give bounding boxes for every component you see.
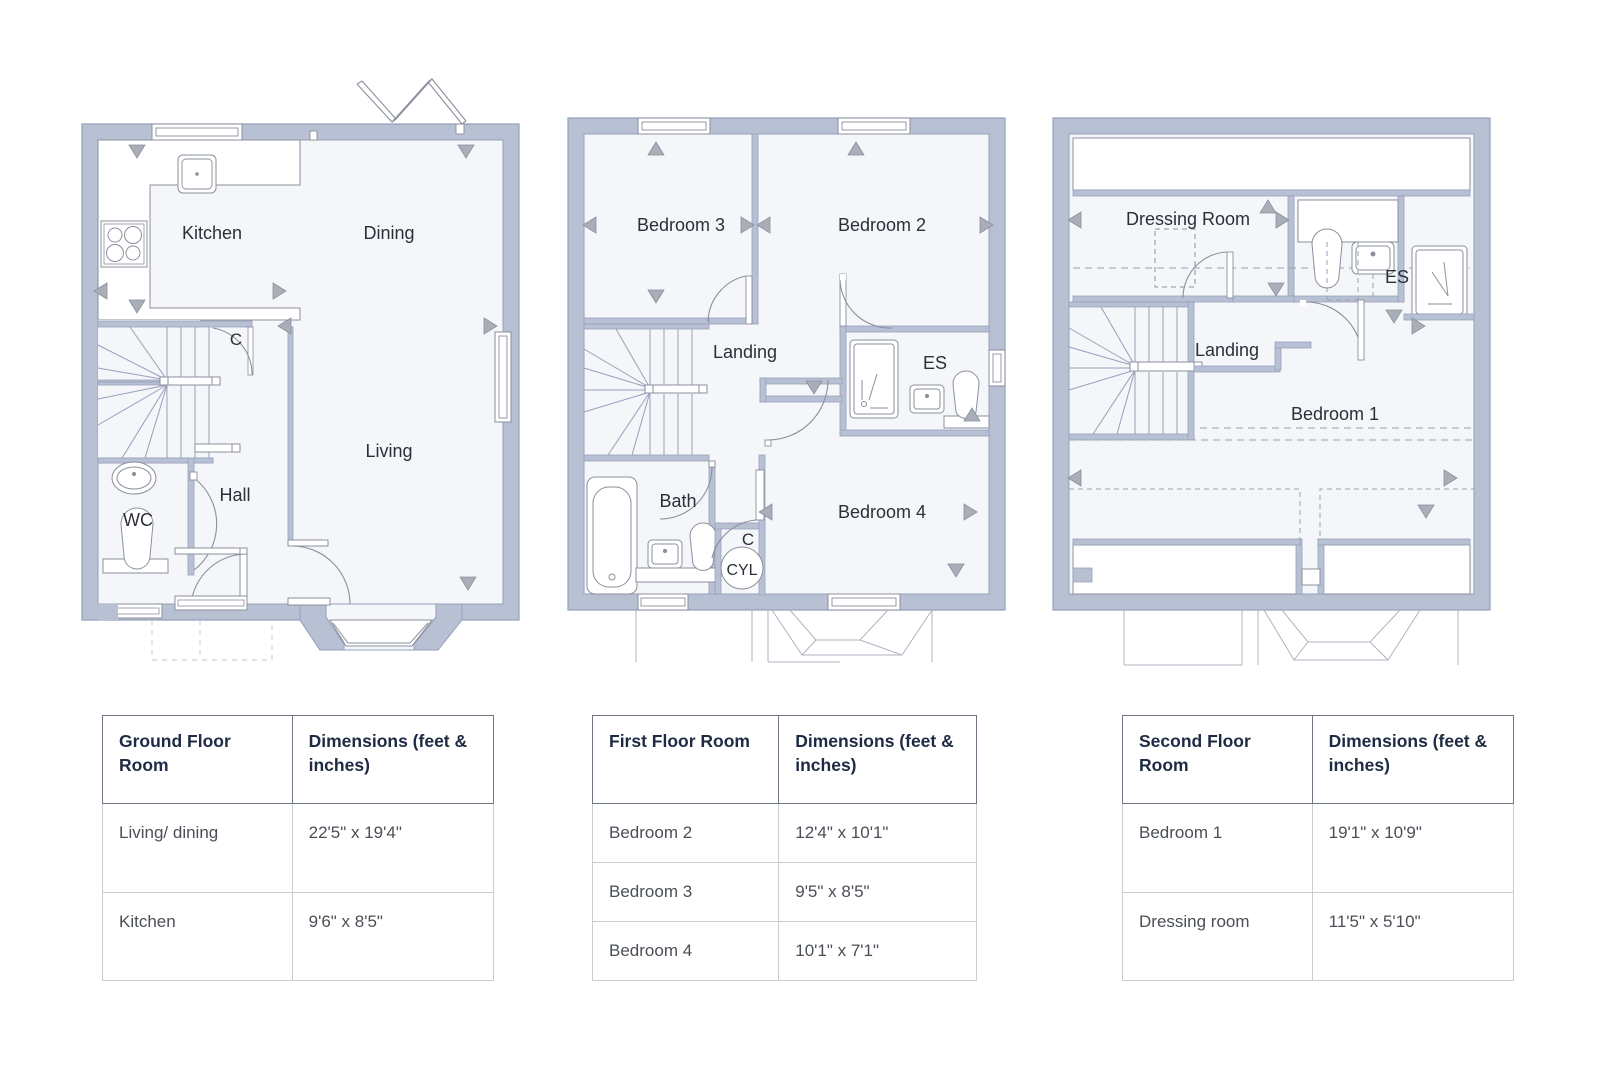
table-cell-room: Kitchen	[102, 891, 293, 981]
table-row: Dressing room 11'5" x 5'10"	[1122, 891, 1515, 981]
first-floor-table: First Floor Room Dimensions (feet & inch…	[591, 715, 977, 981]
table-cell-dimensions: 19'1" x 10'9"	[1311, 803, 1515, 893]
arrow-down	[128, 144, 146, 159]
room-label-dressing-room: Dressing Room	[1126, 209, 1250, 229]
room-label-cupboard-ground: C	[230, 330, 242, 349]
table-row: Bedroom 1 19'1" x 10'9"	[1122, 803, 1515, 893]
ground-floor-table: Ground Floor Room Dimensions (feet & inc…	[102, 715, 495, 981]
room-label-bedroom1: Bedroom 1	[1291, 404, 1379, 424]
table-cell-dimensions: 9'5" x 8'5"	[778, 862, 977, 922]
bifold-door-arc	[356, 78, 467, 125]
room-label-dining: Dining	[363, 223, 414, 243]
table-header-room: First Floor Room	[591, 715, 780, 804]
room-label-kitchen: Kitchen	[182, 223, 242, 243]
room-label-ensuite-first: ES	[923, 353, 947, 373]
first-floor-geometry	[567, 117, 1006, 663]
table-cell-room: Dressing room	[1122, 891, 1313, 981]
table-cell-room: Bedroom 3	[591, 862, 780, 922]
table-header-row: First Floor Room Dimensions (feet & inch…	[591, 715, 977, 804]
table-row: Kitchen 9'6" x 8'5"	[102, 891, 495, 981]
table-header-row: Ground Floor Room Dimensions (feet & inc…	[102, 715, 495, 804]
table-row: Living/ dining 22'5" x 19'4"	[102, 803, 495, 893]
table-row: Bedroom 4 10'1" x 7'1"	[591, 921, 977, 981]
table-cell-dimensions: 22'5" x 19'4"	[291, 803, 495, 893]
table-cell-room: Bedroom 2	[591, 803, 780, 863]
second-floor-plan: Dressing Room ES Landing Bedroom 1	[1052, 117, 1491, 666]
table-header-room: Second Floor Room	[1122, 715, 1313, 804]
room-label-wc: WC	[123, 510, 153, 530]
second-floor-table: Second Floor Room Dimensions (feet & inc…	[1122, 715, 1515, 981]
room-label-landing-second: Landing	[1195, 340, 1259, 360]
first-floor-plan: Bedroom 3 Bedroom 2 Landing ES Bath Bedr…	[567, 117, 1006, 663]
table-cell-room: Living/ dining	[102, 803, 293, 893]
table-cell-room: Bedroom 1	[1122, 803, 1313, 893]
table-cell-dimensions: 11'5" x 5'10"	[1311, 891, 1515, 981]
second-floor-geometry	[1052, 117, 1491, 666]
table-header-dimensions: Dimensions (feet & inches)	[778, 715, 977, 804]
room-label-bedroom2: Bedroom 2	[838, 215, 926, 235]
room-label-landing-first: Landing	[713, 342, 777, 362]
table-header-dimensions: Dimensions (feet & inches)	[291, 715, 495, 804]
room-label-ensuite-second: ES	[1385, 267, 1409, 287]
room-label-bedroom3: Bedroom 3	[637, 215, 725, 235]
table-header-dimensions: Dimensions (feet & inches)	[1311, 715, 1515, 804]
dimension-tables: Ground Floor Room Dimensions (feet & inc…	[0, 715, 1620, 981]
room-label-cupboard-first: C	[742, 530, 754, 549]
table-row: Bedroom 2 12'4" x 10'1"	[591, 803, 977, 863]
table-cell-room: Bedroom 4	[591, 921, 780, 981]
ground-floor-plan: Kitchen Dining Living Hall WC C	[81, 78, 520, 661]
table-cell-dimensions: 12'4" x 10'1"	[778, 803, 977, 863]
room-label-living: Living	[365, 441, 412, 461]
table-cell-dimensions: 9'6" x 8'5"	[291, 891, 495, 981]
room-label-hall: Hall	[219, 485, 250, 505]
second-floor-table-slot: Second Floor Room Dimensions (feet & inc…	[1080, 715, 1620, 981]
ground-floor-table-slot: Ground Floor Room Dimensions (feet & inc…	[0, 715, 540, 981]
first-floor-table-slot: First Floor Room Dimensions (feet & inch…	[540, 715, 1080, 981]
table-row: Bedroom 3 9'5" x 8'5"	[591, 862, 977, 922]
room-label-bedroom4: Bedroom 4	[838, 502, 926, 522]
room-label-bath: Bath	[659, 491, 696, 511]
ground-floor-geometry	[81, 78, 520, 661]
table-header-row: Second Floor Room Dimensions (feet & inc…	[1122, 715, 1515, 804]
table-cell-dimensions: 10'1" x 7'1"	[778, 921, 977, 981]
room-label-cylinder: CYL	[726, 562, 757, 579]
table-header-room: Ground Floor Room	[102, 715, 293, 804]
